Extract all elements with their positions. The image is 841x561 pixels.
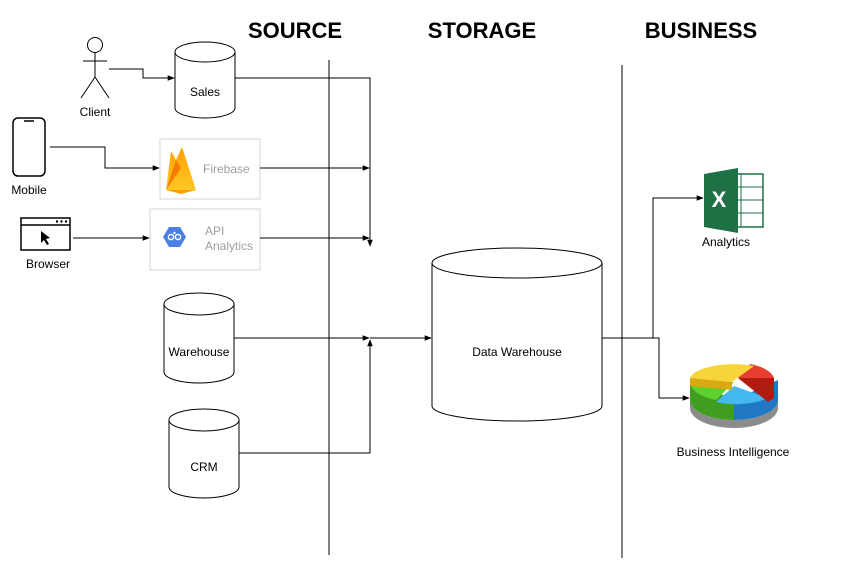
edge-dw-to-bi [602, 337, 690, 401]
crm-label: CRM [190, 460, 217, 474]
pie-chart-3d-icon [690, 364, 778, 428]
heading-business: BUSINESS [645, 18, 757, 43]
person-icon [80, 37, 110, 99]
business-intelligence-label: Business Intelligence [677, 445, 790, 459]
edge-dw-to-analytics [602, 195, 704, 339]
mobile-actor[interactable]: Mobile [11, 117, 47, 197]
edge-sales-to-bus [235, 77, 373, 247]
client-actor[interactable]: Client [80, 37, 111, 120]
excel-icon: X [704, 168, 764, 233]
api-analytics-label-line2: Analytics [205, 239, 253, 253]
api-analytics-service[interactable]: API Analytics [149, 208, 261, 271]
mobile-label: Mobile [11, 183, 47, 197]
api-analytics-hexagon-icon [163, 227, 186, 247]
data-warehouse-label: Data Warehouse [472, 345, 562, 359]
sales-database[interactable]: Sales [174, 41, 236, 119]
firebase-service[interactable]: Firebase [159, 138, 261, 200]
edge-client-to-sales [109, 68, 175, 81]
heading-storage: STORAGE [428, 18, 536, 43]
data-warehouse-database[interactable]: Data Warehouse [431, 247, 603, 422]
browser-window-icon [20, 217, 71, 251]
client-label: Client [80, 105, 111, 119]
business-intelligence-output[interactable]: Business Intelligence [677, 364, 790, 459]
browser-label: Browser [26, 257, 70, 271]
warehouse-label: Warehouse [169, 345, 230, 359]
analytics-label: Analytics [702, 235, 750, 249]
api-analytics-label-line1: API [205, 224, 224, 238]
crm-database[interactable]: CRM [168, 408, 240, 499]
heading-source: SOURCE [248, 18, 342, 43]
warehouse-database[interactable]: Warehouse [163, 292, 235, 384]
edge-mobile-to-firebase [50, 146, 160, 171]
sales-label: Sales [190, 85, 220, 99]
smartphone-icon [12, 117, 46, 177]
edge-crm-to-bus [239, 339, 373, 454]
analytics-output[interactable]: X Analytics [702, 168, 764, 249]
firebase-flame-icon [166, 147, 196, 194]
firebase-label: Firebase [203, 162, 250, 176]
svg-text:X: X [712, 187, 727, 212]
browser-actor[interactable]: Browser [20, 217, 71, 271]
